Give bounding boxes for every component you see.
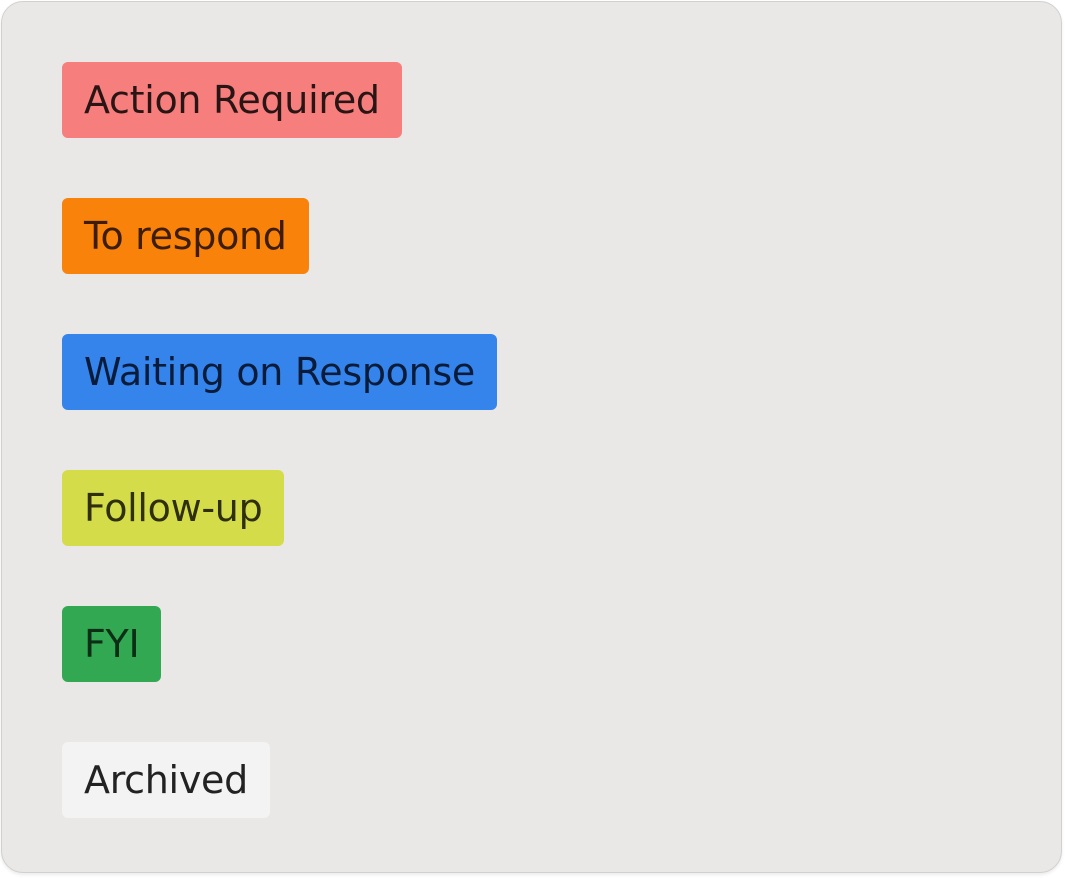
label-chip-archived[interactable]: Archived xyxy=(62,742,270,818)
label-chip-follow-up[interactable]: Follow-up xyxy=(62,470,285,546)
list-item: Follow-up xyxy=(62,470,497,606)
list-item: Archived xyxy=(62,742,497,878)
list-item: To respond xyxy=(62,198,497,334)
label-list: Action Required To respond Waiting on Re… xyxy=(62,62,497,878)
list-item: Waiting on Response xyxy=(62,334,497,470)
label-chip-fyi[interactable]: FYI xyxy=(62,606,162,682)
list-item: Action Required xyxy=(62,62,497,198)
list-item: FYI xyxy=(62,606,497,742)
label-chip-to-respond[interactable]: To respond xyxy=(62,198,309,274)
label-chip-waiting-on-response[interactable]: Waiting on Response xyxy=(62,334,497,410)
label-chip-action-required[interactable]: Action Required xyxy=(62,62,402,138)
